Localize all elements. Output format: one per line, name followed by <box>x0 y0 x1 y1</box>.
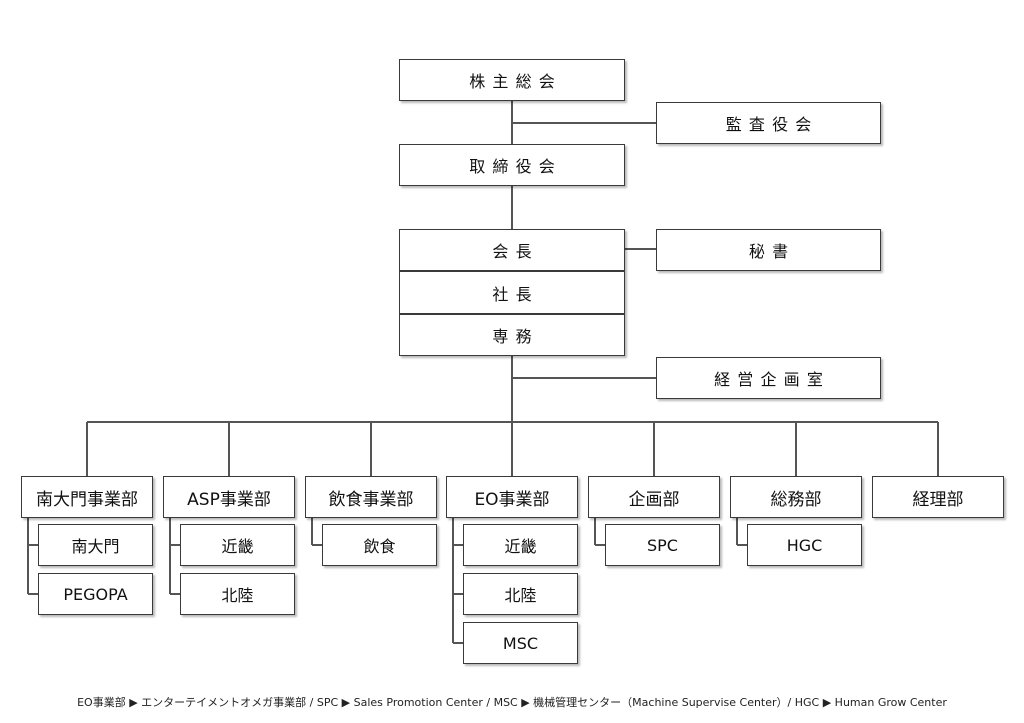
shareholders-meeting-box: 株主総会 <box>399 59 625 101</box>
president-box: 社長 <box>399 271 625 314</box>
chairman-box: 会長 <box>399 229 625 271</box>
abbreviation-footnote: EO事業部 ▶ エンターテイメントオメガ事業部 / SPC ▶ Sales Pr… <box>77 696 947 709</box>
sub-unit-food: 飲食 <box>322 524 437 566</box>
sub-unit-hgc: HGC <box>747 524 862 566</box>
board-of-directors-box: 取締役会 <box>399 144 625 186</box>
sub-unit-namdaemun: 南大門 <box>38 524 153 566</box>
department-namdaemun: 南大門事業部 <box>21 476 153 518</box>
sub-unit-eo-hokuriku: 北陸 <box>463 573 578 615</box>
secretary-box: 秘書 <box>656 229 881 271</box>
department-asp: ASP事業部 <box>163 476 295 518</box>
sub-unit-asp-kinki: 近畿 <box>180 524 295 566</box>
department-general-affairs: 総務部 <box>730 476 862 518</box>
sub-unit-asp-hokuriku: 北陸 <box>180 573 295 615</box>
planning-office-box: 経営企画室 <box>656 357 881 399</box>
department-eo: EO事業部 <box>446 476 578 518</box>
managing-director-box: 専務 <box>399 314 625 356</box>
sub-unit-spc: SPC <box>605 524 720 566</box>
department-planning: 企画部 <box>588 476 720 518</box>
sub-unit-eo-kinki: 近畿 <box>463 524 578 566</box>
auditors-board-box: 監査役会 <box>656 102 881 144</box>
department-food: 飲食事業部 <box>305 476 437 518</box>
sub-unit-pegopa: PEGOPA <box>38 573 153 615</box>
department-accounting: 経理部 <box>872 476 1004 518</box>
sub-unit-msc: MSC <box>463 622 578 664</box>
